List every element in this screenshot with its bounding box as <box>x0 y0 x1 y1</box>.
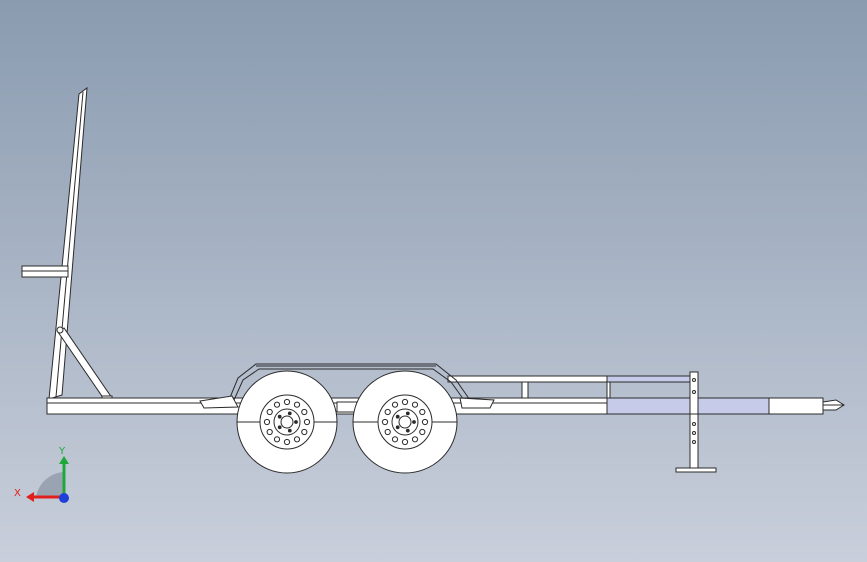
front-hub-cap[interactable] <box>280 415 294 429</box>
lug-hole <box>301 408 308 416</box>
wheel-stud <box>294 420 298 424</box>
wheel-stud <box>395 414 400 419</box>
jack-pin-3[interactable] <box>692 440 696 444</box>
lug-hole <box>384 408 391 416</box>
lug-hole <box>293 401 301 408</box>
y-axis-label: Y <box>58 446 66 457</box>
side-rail-post[interactable] <box>521 381 529 399</box>
front-spring-hanger[interactable] <box>199 395 239 409</box>
triad-base-disc <box>36 472 64 497</box>
coordinate-triad[interactable]: Y X <box>14 446 69 503</box>
lug-hole <box>419 428 426 436</box>
lug-hole <box>401 398 409 406</box>
lug-hole <box>301 428 308 436</box>
coupler-body[interactable] <box>768 397 824 415</box>
lug-hole <box>401 438 409 446</box>
x-axis-arrowhead <box>26 492 34 502</box>
lug-hole <box>303 418 311 426</box>
wheel-stud <box>412 420 416 424</box>
jack-pin-2[interactable] <box>692 431 696 435</box>
ramp-hinge-pin[interactable] <box>56 326 64 334</box>
lug-hole <box>263 418 271 426</box>
jack-pin-1[interactable] <box>692 422 696 426</box>
upper-side-rail-fill <box>447 375 608 383</box>
x-axis-label: X <box>14 488 21 499</box>
lug-hole <box>381 418 389 426</box>
front-lug-holes <box>263 398 311 446</box>
trailer-model[interactable] <box>21 86 845 474</box>
lug-hole <box>419 408 426 416</box>
lug-hole <box>384 428 391 436</box>
fender-frame-inner <box>233 368 465 401</box>
rear-spring-hanger[interactable] <box>459 397 495 409</box>
lug-hole <box>273 436 281 443</box>
fender-frame[interactable] <box>228 363 471 401</box>
y-axis-arrowhead <box>59 456 69 464</box>
front-wheel[interactable] <box>236 370 338 474</box>
lug-hole <box>273 401 281 408</box>
lug-hole <box>283 398 291 406</box>
lug-hole <box>266 428 273 436</box>
z-axis-dot <box>59 493 69 503</box>
rear-lug-holes <box>381 398 429 446</box>
lug-hole <box>391 401 399 408</box>
rear-wheel[interactable] <box>352 370 458 474</box>
rear-post[interactable] <box>606 381 611 399</box>
selected-frame-section[interactable] <box>606 397 770 415</box>
wheel-stud <box>277 425 282 430</box>
lug-hole <box>266 408 273 416</box>
selected-side-rail[interactable] <box>606 375 693 383</box>
lug-hole <box>411 401 419 408</box>
lug-hole <box>421 418 429 426</box>
wheel-stud <box>287 411 292 416</box>
upright-bolt-top[interactable] <box>692 378 696 382</box>
lug-hole <box>411 436 419 443</box>
wheel-stud <box>277 414 282 419</box>
lug-hole <box>293 436 301 443</box>
ramp-edge-line <box>55 91 84 398</box>
lug-hole <box>391 436 399 443</box>
wheel-stud <box>395 425 400 430</box>
jack-foot-plate[interactable] <box>675 467 717 473</box>
ramp-headboard[interactable] <box>48 86 88 400</box>
wheel-stud <box>287 428 292 433</box>
lug-hole <box>283 438 291 446</box>
rear-hub-cap[interactable] <box>398 415 412 429</box>
wheel-stud <box>405 411 410 416</box>
upright-bolt-bottom[interactable] <box>692 390 696 394</box>
wheel-stud <box>405 428 410 433</box>
